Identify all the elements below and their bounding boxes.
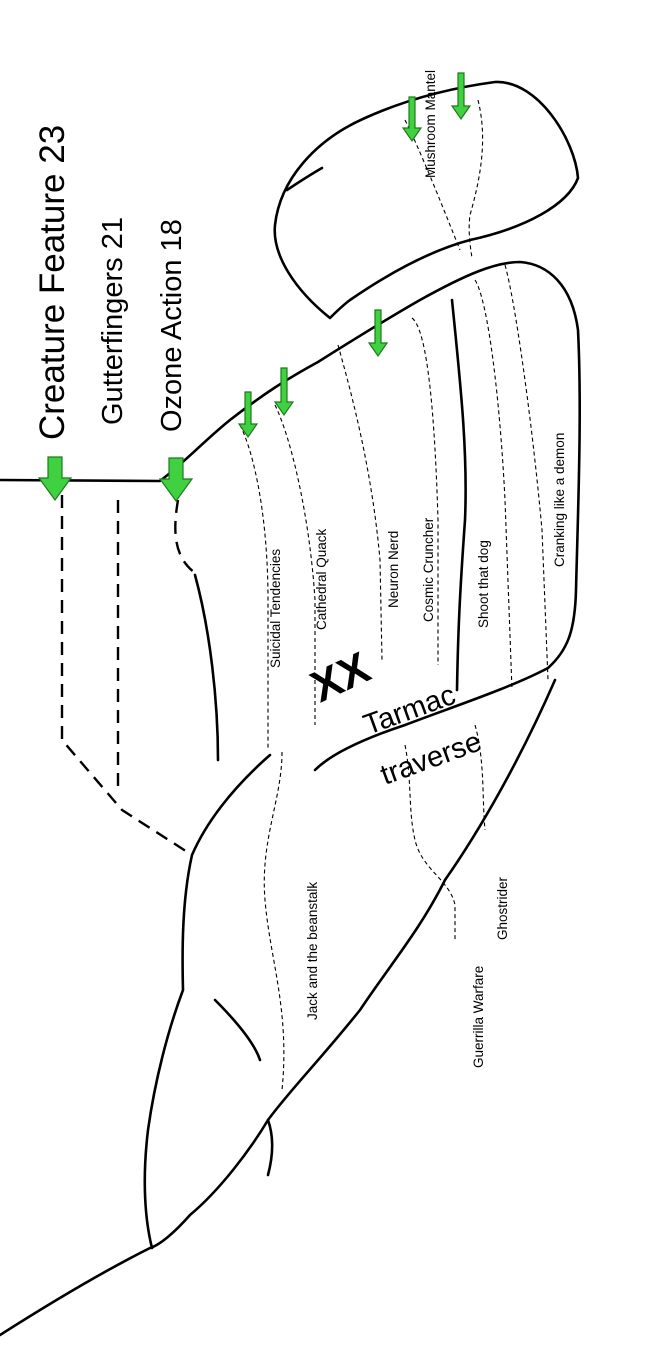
arrow-mushroom-mantel-right-icon <box>450 72 472 121</box>
route-line-jack-and-the-beanstalk <box>263 751 285 1091</box>
upper-boulder-outline <box>273 80 580 320</box>
route-line-creature-feature <box>60 495 193 857</box>
cliff-top-edge <box>0 260 582 772</box>
header-grades: Creature Feature 23 Gutterfingers 21 Ozo… <box>33 125 188 440</box>
route-line-cranking-like-a-demon <box>504 264 549 681</box>
label-cranking-like-a-demon: Cranking like a demon <box>552 433 567 567</box>
label-neuron-nerd: Neuron Nerd <box>386 531 401 608</box>
header-creature-feature: Creature Feature 23 <box>33 125 72 440</box>
label-cosmic-cruncher: Cosmic Cruncher <box>421 517 436 622</box>
lower-face-edge <box>0 678 557 1337</box>
label-mushroom-mantel: Mushroom Mantel <box>423 70 438 178</box>
arrow-mushroom-mantel-left-icon <box>401 96 423 143</box>
label-suicidal-tendencies: Suicidal Tendencies <box>268 549 283 668</box>
arrow-creature-feature-icon <box>37 456 73 502</box>
rock-outlines <box>0 80 582 1337</box>
arrow-ozone-action-icon <box>158 457 194 503</box>
header-ozone-action: Ozone Action 18 <box>156 219 188 432</box>
route-line-guerrilla-warfare <box>404 744 456 940</box>
route-labels: Suicidal Tendencies Cathedral Quack Neur… <box>268 70 567 1068</box>
small-ledge <box>266 1118 274 1177</box>
route-line-cosmic-cruncher <box>411 317 439 665</box>
route-line-ozone-action <box>174 499 199 577</box>
arrow-suicidal-tendencies-icon <box>237 391 259 439</box>
start-arrows <box>37 72 472 503</box>
header-gutterfingers: Gutterfingers 21 <box>97 217 129 425</box>
route-line-neuron-nerd <box>337 344 383 661</box>
label-jack-and-the-beanstalk: Jack and the beanstalk <box>305 882 320 1020</box>
route-lines <box>60 99 549 1091</box>
left-buttress-edge <box>143 753 272 1250</box>
tarmac-traverse-label: Tarmac traverse <box>359 679 485 792</box>
tarmac-traverse-line2: traverse <box>376 726 485 792</box>
label-shoot-that-dog: Shoot that dog <box>476 540 491 628</box>
boulder-crack <box>285 166 324 192</box>
arrow-cathedral-quack-icon <box>273 367 295 417</box>
route-line-suicidal-tendencies <box>239 424 269 750</box>
route-line-cathedral-quack <box>274 404 316 725</box>
lower-left-crack <box>193 573 220 762</box>
label-guerrilla-warfare: Guerrilla Warfare <box>471 966 486 1068</box>
label-ghostrider: Ghostrider <box>495 876 510 940</box>
label-cathedral-quack: Cathedral Quack <box>314 528 329 630</box>
mid-ledge <box>213 998 262 1062</box>
route-line-mushroom-mantel-b <box>468 99 484 259</box>
arrow-neuron-nerd-icon <box>367 309 389 358</box>
shoot-that-dog-crack <box>450 298 467 692</box>
